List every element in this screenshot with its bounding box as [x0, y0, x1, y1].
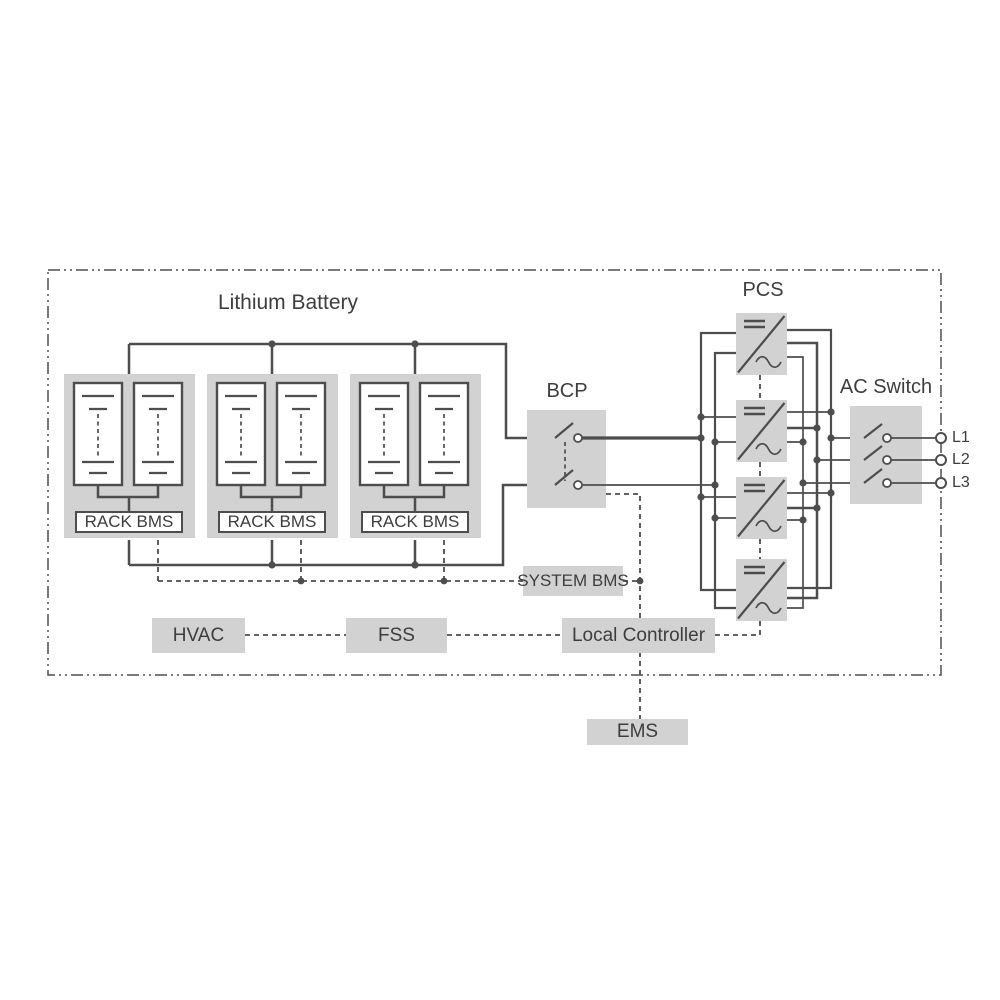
ac-switch-blade-l3: [863, 468, 883, 484]
bcp-switch-blade-2: [554, 469, 574, 486]
fss-box: FSS: [346, 618, 447, 653]
phase-label-l3: L3: [952, 474, 970, 491]
phase-label-l2: L2: [952, 451, 970, 468]
pcs-inverter-3: [734, 475, 789, 541]
terminal-l2: [935, 454, 947, 466]
pcs-ac-output-buses: [787, 328, 864, 609]
pcs-dc-input-buses: [697, 331, 736, 610]
battery-rack-3: [348, 342, 483, 583]
pcs-inverter-4: [734, 557, 789, 623]
rack-bms-box-1: RACK BMS: [75, 511, 183, 533]
battery-rack-2: [205, 342, 340, 583]
system-bms-box: SYSTEM BMS: [517, 566, 629, 596]
rack-bms-box-3: RACK BMS: [361, 511, 469, 533]
phase-label-l1: L1: [952, 429, 970, 446]
pcs-inverter-2: [734, 398, 789, 464]
lithium-battery-label: Lithium Battery: [217, 291, 359, 314]
terminal-l3: [935, 477, 947, 489]
ac-switch-blade-l1: [863, 423, 883, 439]
battery-rack-1: [62, 342, 197, 583]
local-controller-box: Local Controller: [562, 618, 715, 653]
ac-switch-box: [850, 406, 922, 504]
bcp-group: [527, 410, 715, 508]
ac-switch-group: [850, 406, 947, 504]
bcp-switch-blade-1: [554, 422, 574, 439]
rack-bms-box-2: RACK BMS: [218, 511, 326, 533]
hvac-box: HVAC: [152, 618, 245, 653]
bcp-box: [527, 410, 606, 508]
pcs-inverter-1: [734, 311, 789, 377]
bcp-label: BCP: [546, 380, 588, 402]
ac-switch-blade-l2: [863, 445, 883, 461]
pcs-label: PCS: [742, 279, 784, 301]
ac-switch-label: AC Switch: [839, 376, 933, 398]
ems-box: EMS: [587, 719, 688, 745]
control-lines: [245, 493, 761, 719]
terminal-l1: [935, 432, 947, 444]
enclosure-border: [47, 269, 942, 676]
